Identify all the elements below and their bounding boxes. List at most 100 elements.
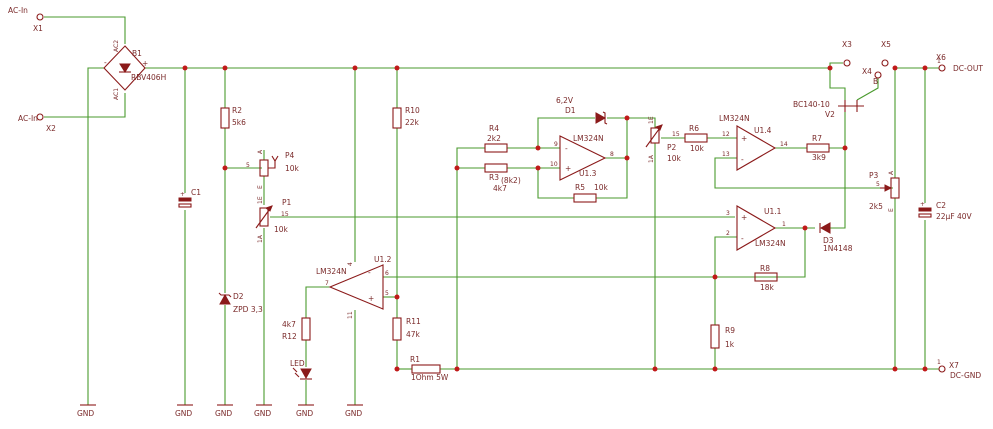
connector-x2[interactable]: AC-In X2 (18, 113, 56, 133)
resistor-r7[interactable]: R7 3k9 (806, 134, 830, 162)
resistor-r12[interactable]: 4k7 R12 (282, 317, 311, 341)
wires (44, 16, 940, 405)
r2-label: R2 (232, 106, 242, 115)
u13-plus: + (565, 164, 571, 173)
u14-minus: - (741, 155, 744, 164)
u13-pin9: 9 (554, 141, 558, 148)
ac-in-label: AC-In (18, 114, 38, 123)
plus-label: + (142, 59, 148, 68)
zener-diode-d2[interactable]: D2 ZPD 3,3 (218, 292, 263, 314)
capacitor-c1[interactable]: + C1 (178, 188, 201, 208)
r9-label: R9 (725, 326, 735, 335)
u13-pin10: 10 (550, 161, 558, 168)
r8-label: R8 (760, 264, 770, 273)
c2-value: 22µF 40V (936, 212, 973, 221)
c2-label: C2 (936, 201, 946, 210)
resistor-r3[interactable]: R3 (8k2) 4k7 (484, 163, 521, 193)
gnd-label: GND (345, 409, 362, 418)
r3-alt-value: (8k2) (501, 176, 521, 185)
resistor-r2[interactable]: R2 5k6 (220, 106, 246, 129)
opamp-u1-3[interactable]: - + LM324N U1.3 9 10 8 (550, 134, 614, 181)
r10-value: 22k (405, 118, 420, 127)
u11-pin1: 1 (782, 221, 786, 228)
r3-label: R3 (489, 173, 499, 182)
gnd-label: GND (254, 409, 271, 418)
u12-plus: + (368, 294, 374, 303)
x6-label: X6 (936, 53, 946, 62)
r5-value: 10k (594, 183, 609, 192)
opamp-u1-1[interactable]: + - U1.1 LM324N 3 2 1 (726, 205, 786, 251)
resistor-r1[interactable]: R1 1Ohm 5W (410, 355, 449, 382)
led[interactable]: LED (290, 359, 312, 380)
u12-pin5: 5 (385, 290, 389, 297)
zener-diode-d1[interactable]: 6,2V D1 (556, 96, 608, 125)
r4-label: R4 (489, 124, 499, 133)
transistor-v2[interactable]: BC140-10 V2 (793, 100, 864, 119)
d1-voltage: 6,2V (556, 96, 574, 105)
u11-pin3: 3 (726, 210, 730, 217)
u14-label: U1.4 (754, 126, 772, 135)
u14-plus: + (741, 134, 747, 143)
ac-in-label: AC-In (8, 6, 28, 15)
u12-type: LM324N (316, 267, 347, 276)
p2-pin-1a: 1A (648, 154, 655, 163)
ground-symbols: GND GND GND GND GND GND (77, 404, 363, 418)
r5-label: R5 (575, 183, 585, 192)
dc-gnd-label: DC-GND (950, 371, 981, 380)
x7-label: X7 (949, 361, 959, 370)
u12-label: U1.2 (374, 255, 392, 264)
connector-x5[interactable]: X5 (881, 40, 891, 67)
connector-x1[interactable]: AC-In X1 (8, 6, 44, 33)
potentiometer-p2[interactable]: P2 10k 15 1E 1A (645, 116, 682, 163)
p3-pin-e: E (888, 208, 895, 212)
d3-label: D3 (823, 236, 834, 245)
p4-pin-e: E (257, 185, 264, 189)
u14-pin14: 14 (780, 141, 788, 148)
resistor-r11[interactable]: R11 47k (392, 317, 421, 341)
bridge-rectifier-b1[interactable]: B1 RBV406H AC2 AC1 - + (103, 40, 166, 100)
p2-pin15: 15 (672, 131, 680, 138)
connector-x4[interactable]: X4 B (862, 67, 882, 86)
resistor-r8[interactable]: R8 18k (754, 264, 778, 292)
opamp-u1-4[interactable]: + - LM324N U1.4 12 13 14 (719, 114, 788, 171)
p4-label: P4 (285, 151, 295, 160)
u11-label: U1.1 (764, 207, 782, 216)
capacitor-c2[interactable]: + C2 22µF 40V (918, 201, 973, 221)
connector-x3[interactable]: X3 (842, 40, 852, 67)
p3-pin5: 5 (876, 181, 880, 188)
u11-minus: - (741, 234, 744, 243)
gnd-label: GND (175, 409, 192, 418)
r1-label: R1 (410, 355, 420, 364)
diode-d3[interactable]: D3 1N4148 (819, 222, 853, 253)
r8-value: 18k (760, 283, 775, 292)
r2-value: 5k6 (232, 118, 246, 127)
u12-pin4: 4 (347, 262, 354, 266)
x6-pin1: 1 (937, 58, 941, 65)
resistor-r10[interactable]: R10 22k (392, 106, 420, 129)
opamp-u1-2[interactable]: + - LM324N U1.2 6 5 7 4 11 (316, 255, 392, 319)
r6-label: R6 (689, 124, 699, 133)
u14-pin12: 12 (722, 131, 730, 138)
u13-pin8: 8 (610, 151, 614, 158)
resistor-r9[interactable]: R9 1k (710, 324, 735, 349)
x7-pin1: 1 (937, 359, 941, 366)
potentiometer-p1[interactable]: P1 10k 15 1E 1A (255, 196, 292, 243)
r4-value: 2k2 (487, 134, 501, 143)
potentiometer-p3[interactable]: P3 2k5 5 A E (869, 170, 900, 212)
gnd-label: GND (215, 409, 232, 418)
r10-label: R10 (405, 106, 420, 115)
c1-label: C1 (191, 188, 201, 197)
u12-minus: - (368, 268, 371, 277)
r6-value: 10k (690, 144, 705, 153)
connector-x7[interactable]: X7 1 DC-GND (937, 359, 981, 380)
connector-x6[interactable]: X6 1 DC-OUT (936, 53, 983, 73)
r11-label: R11 (406, 317, 421, 326)
resistor-r5[interactable]: R5 10k (573, 183, 609, 203)
resistor-r4[interactable]: R4 2k2 (484, 124, 508, 153)
x4-label: X4 (862, 67, 872, 76)
led-label: LED (290, 359, 305, 368)
u11-plus: + (741, 213, 747, 222)
p4-pin5: 5 (246, 162, 250, 169)
potentiometer-p4[interactable]: P4 10k 5 A E (246, 149, 300, 189)
resistor-r6[interactable]: R6 10k (684, 124, 708, 153)
